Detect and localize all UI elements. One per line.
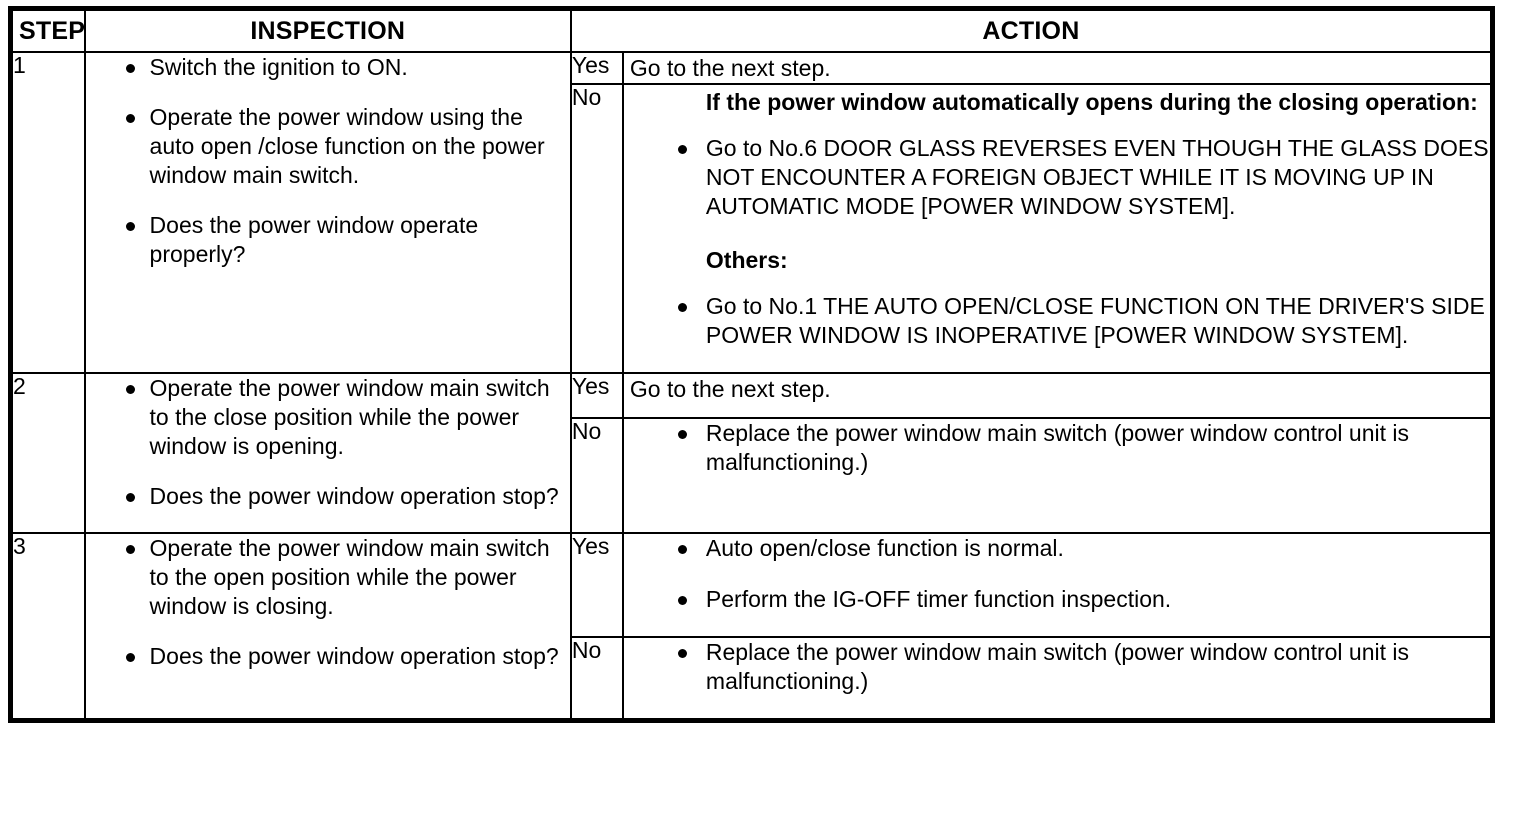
action-cell-no: If the power window automatically opens …	[621, 83, 1494, 374]
list-item-text: Perform the IG-OFF timer function inspec…	[705, 586, 1172, 612]
action-cell-no: Replace the power window main switch (po…	[621, 416, 1494, 535]
bullet-icon	[677, 145, 687, 154]
bullet-icon	[677, 429, 687, 439]
bullet-icon	[125, 385, 135, 394]
answer-label-no: No	[569, 416, 624, 535]
bullet-icon	[125, 545, 135, 554]
action-text: Go to the next step.	[629, 376, 831, 402]
list-item-text: Operate the power window main switch to …	[149, 535, 550, 619]
table-body: 1 Switch the ignition to ON. Operate the…	[9, 51, 1494, 722]
diagnostic-inspection-table: STEP INSPECTION ACTION 1 Switch the igni…	[8, 6, 1495, 723]
list-item-text: Replace the power window main switch (po…	[705, 419, 1410, 475]
bullet-icon	[677, 596, 687, 605]
action-cell-no: Replace the power window main switch (po…	[621, 636, 1494, 722]
list-item: Operate the power window main switch to …	[100, 374, 570, 461]
list-item: Does the power window operate properly?	[100, 211, 570, 269]
action-list: Replace the power window main switch (po…	[628, 638, 1490, 696]
column-header-inspection: INSPECTION	[83, 7, 572, 53]
inspection-list: Operate the power window main switch to …	[100, 534, 570, 671]
action-list: Auto open/close function is normal. Perf…	[628, 534, 1490, 614]
action-cell-yes: Auto open/close function is normal. Perf…	[621, 532, 1494, 638]
answer-label-yes: Yes	[569, 51, 624, 85]
action-cell-yes: Go to the next step.	[621, 372, 1494, 419]
table-row: No Replace the power window main switch …	[11, 636, 1494, 722]
answer-label-yes: Yes	[569, 372, 624, 419]
inspection-cell: Switch the ignition to ON. Operate the p…	[83, 51, 572, 374]
inspection-cell: Operate the power window main switch to …	[83, 372, 572, 534]
bullet-icon	[125, 114, 135, 123]
list-item: Switch the ignition to ON.	[100, 53, 570, 82]
answer-label-yes: Yes	[569, 532, 624, 638]
list-item: Does the power window operation stop?	[100, 642, 570, 671]
table-row: No If the power window automatically ope…	[11, 83, 1494, 374]
bullet-icon	[125, 64, 135, 73]
list-item: Go to No.1 THE AUTO OPEN/CLOSE FUNCTION …	[628, 292, 1490, 350]
list-item: Does the power window operation stop?	[100, 482, 570, 511]
step-number-cell: 3	[9, 532, 86, 722]
list-item-text: Auto open/close function is normal.	[705, 535, 1064, 561]
action-heading: If the power window automatically opens …	[705, 89, 1478, 115]
list-item: Go to No.6 DOOR GLASS REVERSES EVEN THOU…	[628, 134, 1490, 221]
column-header-step: STEP	[9, 7, 86, 53]
list-item: Operate the power window main switch to …	[100, 534, 570, 621]
list-item: Operate the power window using the auto …	[100, 103, 570, 190]
inspection-list: Operate the power window main switch to …	[100, 374, 570, 511]
list-item-text: Switch the ignition to ON.	[149, 54, 408, 80]
bullet-icon	[125, 222, 135, 231]
bullet-icon	[125, 493, 135, 502]
list-item-text: Does the power window operation stop?	[149, 643, 559, 669]
list-item: Perform the IG-OFF timer function inspec…	[628, 585, 1490, 614]
list-item: Replace the power window main switch (po…	[628, 419, 1490, 477]
bullet-icon	[677, 545, 687, 554]
list-item-text: Operate the power window main switch to …	[149, 375, 550, 459]
list-item-text: Does the power window operation stop?	[149, 483, 559, 509]
action-list-others: Go to No.1 THE AUTO OPEN/CLOSE FUNCTION …	[628, 292, 1490, 350]
column-header-action: ACTION	[569, 7, 1494, 53]
table-row: 1 Switch the ignition to ON. Operate the…	[9, 51, 1494, 374]
action-heading-others: Others:	[705, 247, 788, 273]
answer-label-no: No	[569, 636, 624, 722]
action-cell-yes: Go to the next step.	[621, 51, 1494, 85]
bullet-icon	[125, 653, 135, 662]
list-item-text: Does the power window operate properly?	[149, 212, 479, 267]
answer-label-no: No	[569, 83, 624, 374]
header-row: STEP INSPECTION ACTION	[9, 7, 1494, 53]
table-row: 2 Operate the power window main switch t…	[9, 372, 1494, 534]
action-text: Go to the next step.	[629, 55, 831, 81]
table-row: 3 Operate the power window main switch t…	[9, 532, 1494, 722]
list-item: Auto open/close function is normal.	[628, 534, 1490, 563]
action-list: Go to No.6 DOOR GLASS REVERSES EVEN THOU…	[628, 134, 1490, 221]
table-row: No Replace the power window main switch …	[11, 416, 1494, 535]
inspection-cell: Operate the power window main switch to …	[83, 532, 572, 722]
bullet-icon	[677, 649, 687, 658]
bullet-icon	[677, 303, 687, 312]
step-number-cell: 2	[9, 372, 86, 534]
list-item: Replace the power window main switch (po…	[628, 638, 1490, 696]
list-item-text: Go to No.1 THE AUTO OPEN/CLOSE FUNCTION …	[705, 293, 1485, 348]
inspection-list: Switch the ignition to ON. Operate the p…	[100, 53, 570, 269]
list-item-text: Go to No.6 DOOR GLASS REVERSES EVEN THOU…	[705, 135, 1489, 219]
table-header: STEP INSPECTION ACTION	[9, 7, 1494, 53]
step-number-cell: 1	[9, 51, 86, 374]
list-item-text: Operate the power window using the auto …	[149, 104, 545, 188]
list-item-text: Replace the power window main switch (po…	[705, 639, 1410, 694]
action-list: Replace the power window main switch (po…	[628, 419, 1490, 477]
